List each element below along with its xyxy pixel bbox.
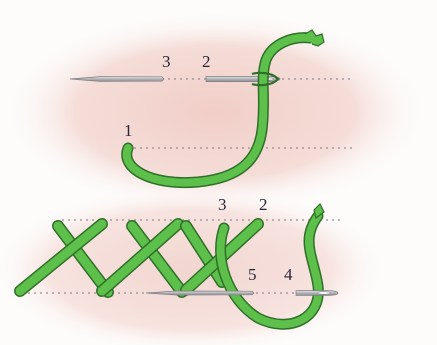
thread-loop-through-eye	[251, 71, 280, 87]
needle-icon	[69, 76, 165, 82]
label-top-1: 1	[124, 121, 133, 140]
needle-icon-bottom	[145, 290, 255, 296]
thread-bottom	[215, 202, 325, 330]
label-top-3: 3	[162, 52, 171, 71]
label-top-2: 2	[202, 52, 211, 71]
label-bottom-5: 5	[248, 265, 257, 284]
label-bottom-4: 4	[284, 265, 293, 284]
label-bottom-2: 2	[259, 195, 268, 214]
needle-eye-icon-bottom	[295, 290, 339, 296]
thread-top	[121, 29, 325, 189]
background-blush-top	[0, 10, 430, 214]
label-bottom-3: 3	[218, 195, 227, 214]
